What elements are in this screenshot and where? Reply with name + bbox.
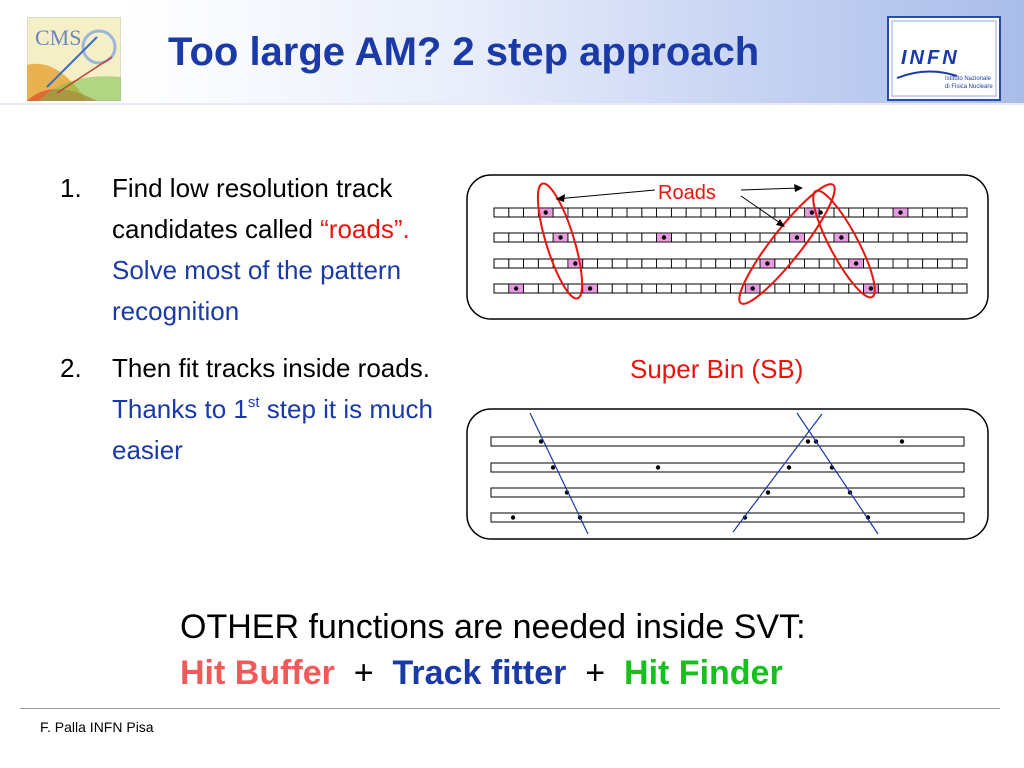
superbin-hit-dot <box>794 235 800 240</box>
plus-sign-1: + <box>334 654 393 692</box>
step-1-number: 1. <box>60 173 82 203</box>
fine-hit-dot <box>538 439 544 444</box>
fine-hit-dot <box>805 439 811 444</box>
fine-hit-dot <box>510 515 516 520</box>
superbin-hit-dot <box>809 210 814 215</box>
steps-list: 1. Find low resolution track candidates … <box>60 168 440 487</box>
step-1-roads-word: “roads”. <box>320 214 410 244</box>
superbin-hit-dot <box>853 261 859 266</box>
roads-diagram-frame <box>466 174 989 320</box>
footer-text: F. Palla INFN Pisa <box>40 719 154 735</box>
superbin-cell <box>951 283 968 294</box>
track-line-left <box>529 412 589 535</box>
track-fitter-label: Track fitter <box>392 654 567 692</box>
superbin-hits <box>513 210 903 291</box>
hit-finder-label: Hit Finder <box>624 654 783 692</box>
road-ellipse-left <box>536 182 584 300</box>
step-1-text: Find low resolution track candidates cal… <box>112 173 393 244</box>
superbin-hit-dot <box>765 261 770 266</box>
superbin-hit-dot <box>558 235 563 240</box>
superbin-hit-dot <box>818 210 823 215</box>
fine-layer <box>490 436 965 447</box>
fine-hit-dot <box>742 515 748 520</box>
superbin-hit-dot <box>750 286 755 291</box>
hit-buffer-label: Hit Buffer <box>180 654 335 692</box>
roads-diagram: Roads <box>466 174 989 320</box>
superbin-hit-dot <box>543 210 548 215</box>
header-bar <box>0 0 1024 104</box>
superbin-hit-dot <box>839 235 844 240</box>
fine-hit-dot <box>786 465 792 470</box>
page-title: Too large AM? 2 step approach <box>168 30 760 74</box>
step-2: 2. Then fit tracks inside roads. Thanks … <box>60 348 440 471</box>
step-2-blue-text-1: Thanks to 1 <box>112 394 248 424</box>
track-line-right <box>796 412 879 535</box>
superbin-hit-dot <box>898 210 903 215</box>
superbin-hit-dot <box>868 286 874 291</box>
other-functions: OTHER functions are needed inside SVT: H… <box>180 604 806 696</box>
header-divider <box>0 103 1024 105</box>
superbin-cell <box>951 258 968 269</box>
cms-logo-text: CMS <box>35 25 81 50</box>
fine-layer <box>490 487 965 498</box>
fine-hit-dot <box>550 465 556 470</box>
step-2-superscript: st <box>247 394 260 411</box>
superbin-hit-dot <box>573 261 578 266</box>
infn-logo-text: INFN <box>901 47 960 69</box>
roads-label: Roads <box>658 182 716 204</box>
track-line-middle <box>732 413 823 533</box>
other-functions-line: OTHER functions are needed inside SVT: <box>180 608 806 646</box>
fine-hit-dot <box>655 465 661 470</box>
step-1: 1. Find low resolution track candidates … <box>60 168 440 332</box>
fine-hits <box>510 439 905 520</box>
fine-layer <box>490 462 965 473</box>
superbin-hit-dot <box>513 286 519 291</box>
infn-logo: INFN Istituto Nazionale di Fisica Nuclea… <box>887 16 1001 101</box>
tracks-diagram <box>466 408 989 540</box>
road-ellipse-middle <box>738 183 836 305</box>
step-2-text: Then fit tracks inside roads. <box>112 353 430 383</box>
fine-hit-dot <box>765 490 771 495</box>
infn-logo-subtext-2: di Fisica Nucleare <box>945 84 993 90</box>
superbin-hit-dot <box>587 286 593 291</box>
superbin-hit-dot <box>661 235 667 240</box>
fine-layers <box>490 436 965 523</box>
step-2-blue-text-2: step it is much easier <box>112 394 433 465</box>
plus-sign-2: + <box>566 654 625 692</box>
footer-divider <box>20 708 1000 709</box>
cms-logo: CMS <box>27 17 121 101</box>
step-2-number: 2. <box>60 353 82 383</box>
fine-hit-dot <box>899 439 905 444</box>
superbin-cell <box>951 207 968 218</box>
step-1-blue-text: Solve most of the pattern recognition <box>112 255 402 326</box>
infn-logo-subtext-1: Istituto Nazionale <box>945 76 992 82</box>
road-ellipse-right <box>812 189 876 299</box>
super-bin-label: Super Bin (SB) <box>630 354 804 384</box>
superbin-cell <box>951 232 968 243</box>
fine-layer <box>490 512 965 523</box>
